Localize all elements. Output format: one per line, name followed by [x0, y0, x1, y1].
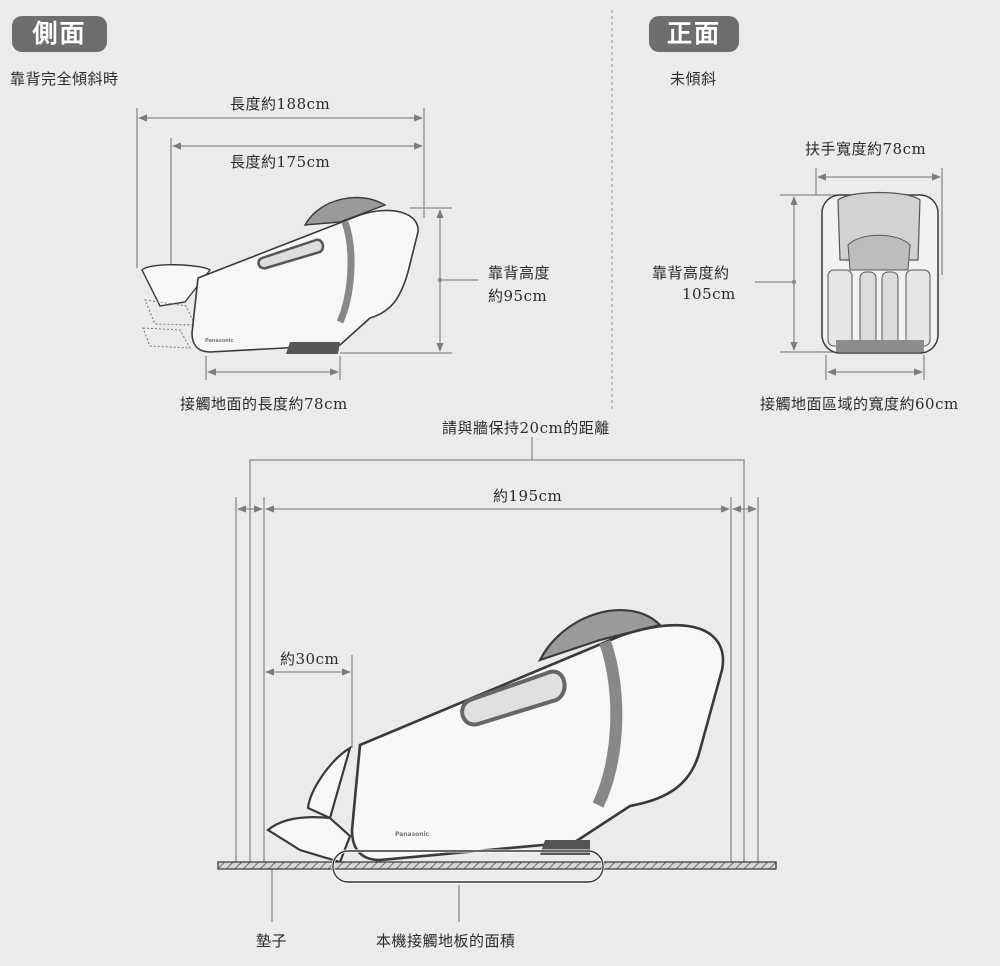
side-length-inner-label: 長度約175cm	[230, 153, 331, 171]
mat-label: 墊子	[256, 932, 288, 950]
total-length-label: 約195cm	[493, 487, 563, 505]
side-subtitle: 靠背完全傾斜時	[10, 70, 119, 88]
front-gap-label: 約30cm	[280, 650, 340, 668]
front-floor-width-label: 接觸地面區域的寬度約60cm	[760, 395, 959, 413]
bottom-chair-illustration: Panasonic	[266, 609, 725, 864]
svg-text:Panasonic: Panasonic	[205, 338, 234, 344]
svg-text:Panasonic: Panasonic	[395, 831, 430, 838]
side-back-height-label-2: 約95cm	[488, 287, 548, 305]
floor-mat	[217, 849, 777, 884]
front-back-height-label-1: 靠背高度約	[652, 264, 730, 282]
front-view	[755, 168, 943, 380]
front-armrest-width-label: 扶手寬度約78cm	[805, 140, 927, 158]
contact-area-label: 本機接觸地板的面積	[376, 932, 516, 950]
side-back-height-label-1: 靠背高度	[488, 264, 551, 282]
side-floor-length-label: 接觸地面的長度約78cm	[180, 395, 348, 413]
bottom-view	[235, 437, 759, 922]
wall-clearance-label: 請與牆保持20cm的距離	[442, 419, 610, 437]
front-chair-illustration	[821, 191, 939, 354]
front-subtitle: 未傾斜	[670, 70, 717, 88]
front-back-height-label-2: 105cm	[682, 285, 736, 303]
side-length-outer-label: 長度約188cm	[230, 95, 331, 113]
side-view	[136, 108, 478, 380]
side-chair-illustration: Panasonic	[141, 196, 419, 354]
side-view-badge: 側面	[12, 16, 107, 52]
front-view-badge: 正面	[649, 16, 739, 52]
